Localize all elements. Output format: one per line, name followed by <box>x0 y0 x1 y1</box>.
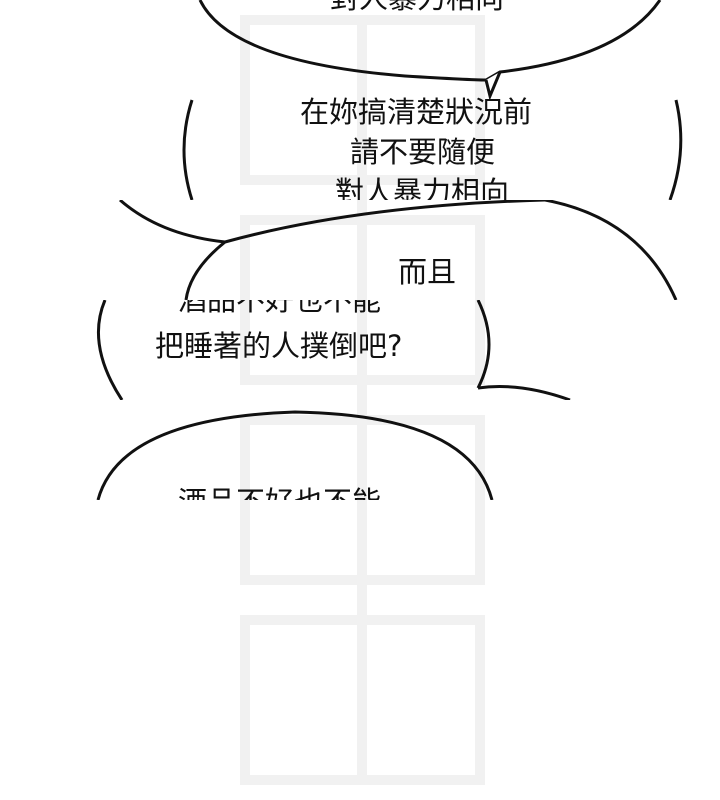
speech-bubble-right-edge <box>476 300 491 389</box>
bubble-text-line: 對人暴力相向 <box>330 0 504 13</box>
bubble-text-line: 把睡著的人撲倒吧? <box>155 329 403 363</box>
speech-bubble-tail <box>484 71 502 101</box>
bubble-text-line: 請不要隨便 <box>350 135 496 169</box>
speech-bubble-right-arc <box>668 99 683 200</box>
strip-3-bubbles <box>96 300 571 400</box>
bubble-text-line: 酒品不好也不能 <box>178 300 382 317</box>
comic-strip-1: 對人暴力相向 在妳搞清楚狀況前 請不要隨便 對人暴力相向 <box>0 0 720 200</box>
bubble-text-line: 在妳搞清楚狀況前 <box>300 95 533 129</box>
bubble-text-line: 酒品不好也不能 <box>178 488 381 501</box>
comic-strip-2: 而且 <box>0 200 720 300</box>
strip-4-bubbles <box>96 410 494 500</box>
speech-bubble-left-arc <box>182 99 194 200</box>
speech-bubble-left <box>96 300 124 400</box>
bubble-text-line: 對人暴力相向 <box>335 175 510 201</box>
speech-bubble-top <box>198 0 662 82</box>
bubble-text-line: 而且 <box>398 255 457 289</box>
strip-2-bubbles <box>119 200 678 300</box>
comic-strip-4: 酒品不好也不能 <box>0 400 720 500</box>
strip-1-bubbles <box>182 0 683 200</box>
speech-bubble-tail <box>477 385 571 400</box>
speech-bubble-erie <box>119 200 229 300</box>
speech-bubble-erie-top <box>224 200 546 244</box>
comic-strip-3: 酒品不好也不能 把睡著的人撲倒吧? <box>0 300 720 400</box>
watermark-pattern <box>240 15 485 785</box>
speech-bubble-cut <box>96 410 494 500</box>
speech-bubble-erie-right <box>544 200 678 300</box>
